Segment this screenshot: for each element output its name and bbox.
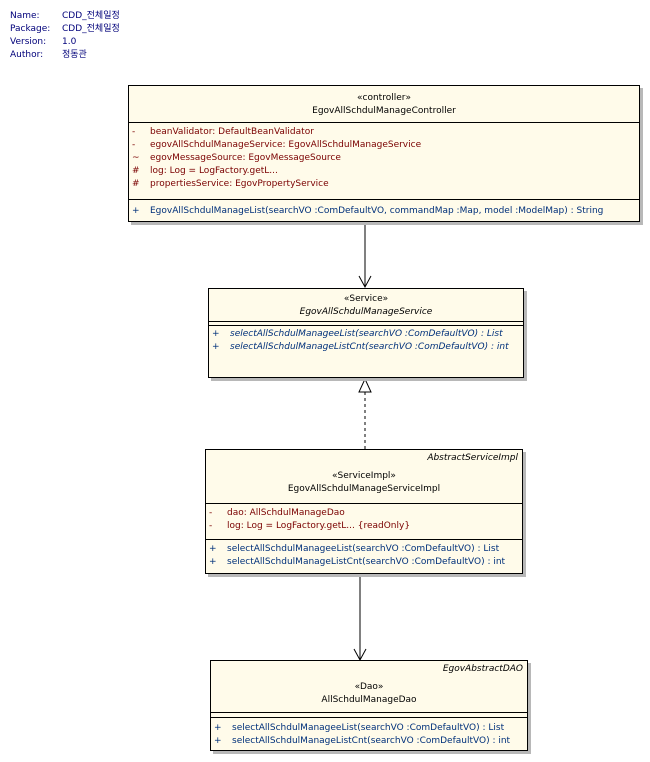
- class-header: EgovAbstractDAO «Dao» AllSchdulManageDao: [211, 661, 527, 713]
- operations-section: + EgovAllSchdulManageList(searchVO :ComDe…: [129, 200, 639, 221]
- attribute-text: log: Log = LogFactory.getL... {readOnly}: [227, 521, 411, 531]
- visibility-marker: -: [132, 140, 136, 150]
- visibility-marker: +: [214, 736, 222, 746]
- realization-arrow-impl-service: [358, 377, 372, 449]
- attribute-row: - egovAllSchdulManageService: EgovAllSchd…: [132, 139, 639, 152]
- meta-author-key: Author:: [10, 50, 44, 60]
- operation-row: + selectAllSchdulManageeList(searchVO :Co…: [214, 722, 527, 735]
- dependency-arrow-controller-service: [358, 222, 372, 289]
- operation-row: + EgovAllSchdulManageList(searchVO :ComDe…: [132, 205, 639, 218]
- visibility-marker: #: [132, 166, 140, 176]
- visibility-marker: -: [132, 127, 136, 137]
- operation-text: selectAllSchdulManageeList(searchVO :Com…: [227, 544, 500, 554]
- operation-row: + selectAllSchdulManageeList(searchVO :Co…: [209, 543, 522, 556]
- class-service-impl[interactable]: AbstractServiceImpl «ServiceImpl» EgovAl…: [205, 449, 523, 574]
- attribute-row: - dao: AllSchdulManageDao: [209, 507, 522, 520]
- attribute-text: log: Log = LogFactory.getL...: [150, 166, 278, 176]
- operations-section: + selectAllSchdulManageeList(searchVO :Co…: [209, 326, 523, 357]
- visibility-marker: +: [209, 544, 217, 554]
- operation-text: selectAllSchdulManageListCnt(searchVO :C…: [230, 342, 509, 352]
- stereotype-label: «ServiceImpl»: [332, 471, 396, 481]
- class-name: EgovAllSchdulManageServiceImpl: [287, 484, 441, 494]
- meta-version-value: 1.0: [62, 37, 77, 47]
- attributes-section: [209, 322, 523, 326]
- visibility-marker: -: [209, 521, 213, 531]
- meta-version-key: Version:: [10, 37, 47, 47]
- attribute-row: # log: Log = LogFactory.getL...: [132, 165, 639, 178]
- interface-service[interactable]: «Service» EgovAllSchdulManageService + se…: [208, 288, 524, 378]
- class-name: EgovAllSchdulManageService: [299, 307, 433, 317]
- attribute-text: beanValidator: DefaultBeanValidator: [150, 127, 314, 137]
- attribute-row: - beanValidator: DefaultBeanValidator: [132, 126, 639, 139]
- parent-class-label: EgovAbstractDAO: [442, 664, 523, 674]
- operation-row: + selectAllSchdulManageListCnt(searchVO :…: [212, 341, 523, 354]
- meta-name-value: CDD_전체일정: [62, 11, 120, 21]
- attributes-section: [211, 713, 527, 718]
- visibility-marker: +: [209, 557, 217, 567]
- visibility-marker: #: [132, 179, 140, 189]
- class-name: EgovAllSchdulManageController: [312, 106, 456, 116]
- meta-package-key: Package:: [10, 24, 51, 34]
- meta-package-value: CDD_전체일정: [62, 24, 120, 34]
- attribute-row: ~ egovMessageSource: EgovMessageSource: [132, 152, 639, 165]
- class-dao[interactable]: EgovAbstractDAO «Dao» AllSchdulManageDao…: [210, 660, 528, 751]
- operation-text: selectAllSchdulManageeList(searchVO :Com…: [230, 329, 503, 339]
- operation-text: selectAllSchdulManageListCnt(searchVO :C…: [227, 557, 506, 567]
- visibility-marker: +: [214, 723, 222, 733]
- parent-class-label: AbstractServiceImpl: [427, 453, 518, 463]
- operations-section: + selectAllSchdulManageeList(searchVO :Co…: [211, 718, 527, 751]
- class-name: AllSchdulManageDao: [321, 695, 417, 705]
- class-header: «controller» EgovAllSchdulManageControll…: [129, 86, 639, 123]
- meta-author-value: 정동관: [62, 50, 87, 60]
- meta-name-key: Name:: [10, 11, 40, 21]
- class-header: «Service» EgovAllSchdulManageService: [209, 289, 523, 322]
- visibility-marker: ~: [132, 153, 140, 163]
- association-arrow-impl-dao: [353, 574, 367, 662]
- attributes-section: - dao: AllSchdulManageDao - log: Log = Log…: [206, 504, 522, 540]
- operation-row: + selectAllSchdulManageeList(searchVO :Co…: [212, 328, 523, 341]
- attribute-text: dao: AllSchdulManageDao: [227, 508, 345, 518]
- attribute-row: # propertiesService: EgovPropertyService: [132, 178, 639, 191]
- operation-text: selectAllSchdulManageListCnt(searchVO :C…: [232, 736, 511, 746]
- attribute-text: propertiesService: EgovPropertyService: [150, 179, 329, 189]
- stereotype-label: «controller»: [357, 93, 411, 103]
- visibility-marker: +: [212, 329, 220, 339]
- stereotype-label: «Dao»: [354, 682, 384, 692]
- operation-row: + selectAllSchdulManageListCnt(searchVO :…: [214, 735, 527, 748]
- attribute-row: - log: Log = LogFactory.getL... {readOnly…: [209, 520, 522, 533]
- attribute-text: egovMessageSource: EgovMessageSource: [150, 153, 341, 163]
- operation-row: + selectAllSchdulManageListCnt(searchVO :…: [209, 556, 522, 569]
- class-controller[interactable]: «controller» EgovAllSchdulManageControll…: [128, 85, 640, 222]
- visibility-marker: +: [212, 342, 220, 352]
- visibility-marker: +: [132, 206, 140, 216]
- diagram-metadata: Name: CDD_전체일정 Package: CDD_전체일정 Version: 1…: [10, 10, 120, 62]
- stereotype-label: «Service»: [343, 294, 389, 304]
- operation-text: selectAllSchdulManageeList(searchVO :Com…: [232, 723, 505, 733]
- class-header: AbstractServiceImpl «ServiceImpl» EgovAl…: [206, 450, 522, 504]
- visibility-marker: -: [209, 508, 213, 518]
- operation-text: EgovAllSchdulManageList(searchVO :ComDef…: [150, 206, 604, 216]
- operations-section: + selectAllSchdulManageeList(searchVO :Co…: [206, 540, 522, 572]
- attributes-section: - beanValidator: DefaultBeanValidator - eg…: [129, 123, 639, 200]
- attribute-text: egovAllSchdulManageService: EgovAllSchdu…: [150, 140, 422, 150]
